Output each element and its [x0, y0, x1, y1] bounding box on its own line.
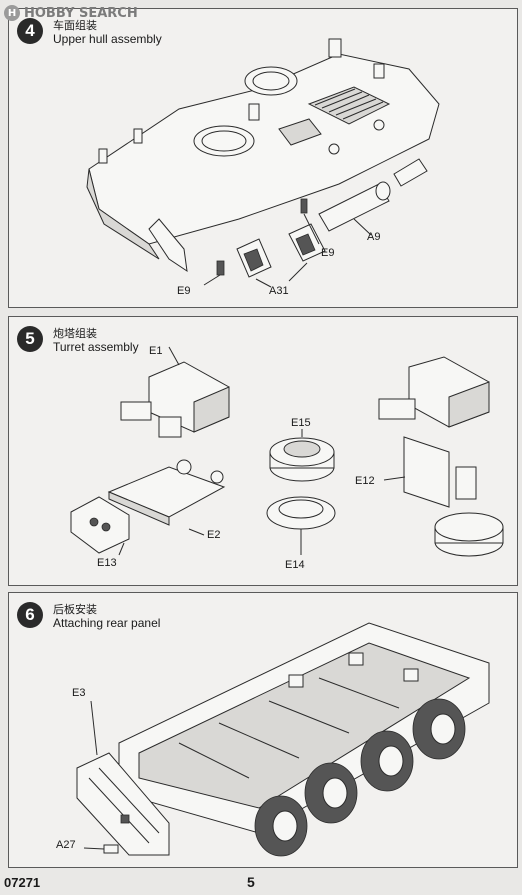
- callout-a9: A9: [367, 231, 381, 243]
- hobbysearch-logo-icon: H: [4, 5, 20, 21]
- callout-e1: E1: [149, 345, 163, 357]
- callout-e15: E15: [291, 417, 311, 429]
- callout-e13: E13: [97, 557, 117, 569]
- step-5-panel: 5 炮塔组装 Turret assembly: [8, 316, 518, 586]
- step-6-title-cn: 后板安装: [53, 603, 97, 616]
- step-6-panel: 6 后板安装 Attaching rear panel: [8, 592, 518, 868]
- callout-e14: E14: [285, 559, 305, 571]
- upper-hull-drawing: [86, 38, 440, 288]
- callout-a31: A31: [269, 285, 289, 297]
- callout-e3: E3: [72, 687, 86, 699]
- step-4-title-cn: 车面组装: [53, 19, 97, 32]
- step-5-number: 5: [17, 326, 43, 352]
- step-5-title-cn: 炮塔组装: [53, 327, 97, 340]
- step-4-number: 4: [17, 18, 43, 44]
- turret-assembly-drawing: [70, 346, 504, 557]
- step-4-title-en: Upper hull assembly: [53, 32, 162, 46]
- callout-e9-left: E9: [177, 285, 191, 297]
- callout-a27: A27: [56, 839, 76, 851]
- page-number: 5: [247, 874, 255, 890]
- step-6-number: 6: [17, 602, 43, 628]
- rear-panel-drawing: [76, 622, 490, 857]
- callout-e2: E2: [207, 529, 221, 541]
- step-5-title-en: Turret assembly: [53, 340, 139, 354]
- step-4-panel: 4 车面组装 Upper hull assembly: [8, 8, 518, 308]
- watermark: H HOBBY SEARCH: [4, 3, 138, 23]
- product-code: 07271: [4, 875, 41, 890]
- watermark-text: HOBBY SEARCH: [24, 5, 138, 21]
- step-6-title-en: Attaching rear panel: [53, 616, 161, 630]
- callout-e9-right: E9: [321, 247, 335, 259]
- callout-e12: E12: [355, 475, 375, 487]
